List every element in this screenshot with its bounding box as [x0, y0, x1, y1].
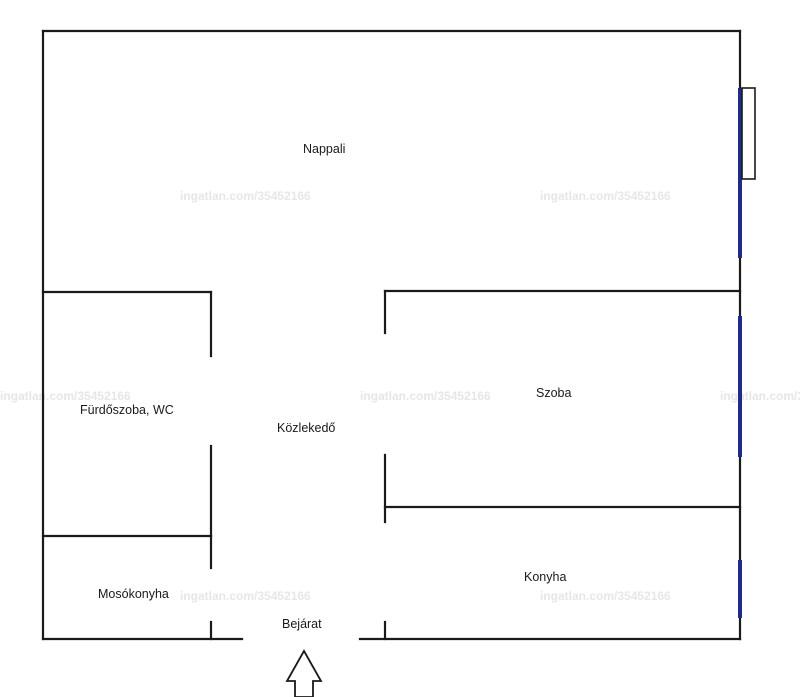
label-nappali: Nappali [303, 142, 345, 156]
watermark-text: ingatlan.com/35452166 [180, 189, 311, 203]
interior-walls [41, 289, 742, 641]
watermark-text: ingatlan.com/35452166 [540, 589, 671, 603]
label-furdoszoba: Fürdőszoba, WC [80, 403, 174, 417]
windows [738, 87, 756, 618]
entrance-arrow-icon [285, 649, 323, 697]
watermark-text: ingatlan.com/35452166 [360, 389, 491, 403]
label-szoba: Szoba [536, 386, 571, 400]
label-konyha: Konyha [524, 570, 566, 584]
watermark-text: ingatlan.com/35452166 [540, 189, 671, 203]
balcony-door-frame [741, 87, 756, 180]
label-mosokonyha: Mosókonyha [98, 587, 169, 601]
watermarks: ingatlan.com/35452166 ingatlan.com/35452… [0, 189, 800, 603]
watermark-text: ingatlan.com/35452166 [720, 389, 800, 403]
room-labels: Nappali Szoba Fürdőszoba, WC Közlekedő M… [80, 142, 571, 631]
label-kozlekedo: Közlekedő [277, 421, 335, 435]
label-bejarat: Bejárat [282, 617, 322, 631]
watermark-text: ingatlan.com/35452166 [0, 389, 131, 403]
outer-walls [41, 29, 742, 641]
watermark-text: ingatlan.com/35452166 [180, 589, 311, 603]
